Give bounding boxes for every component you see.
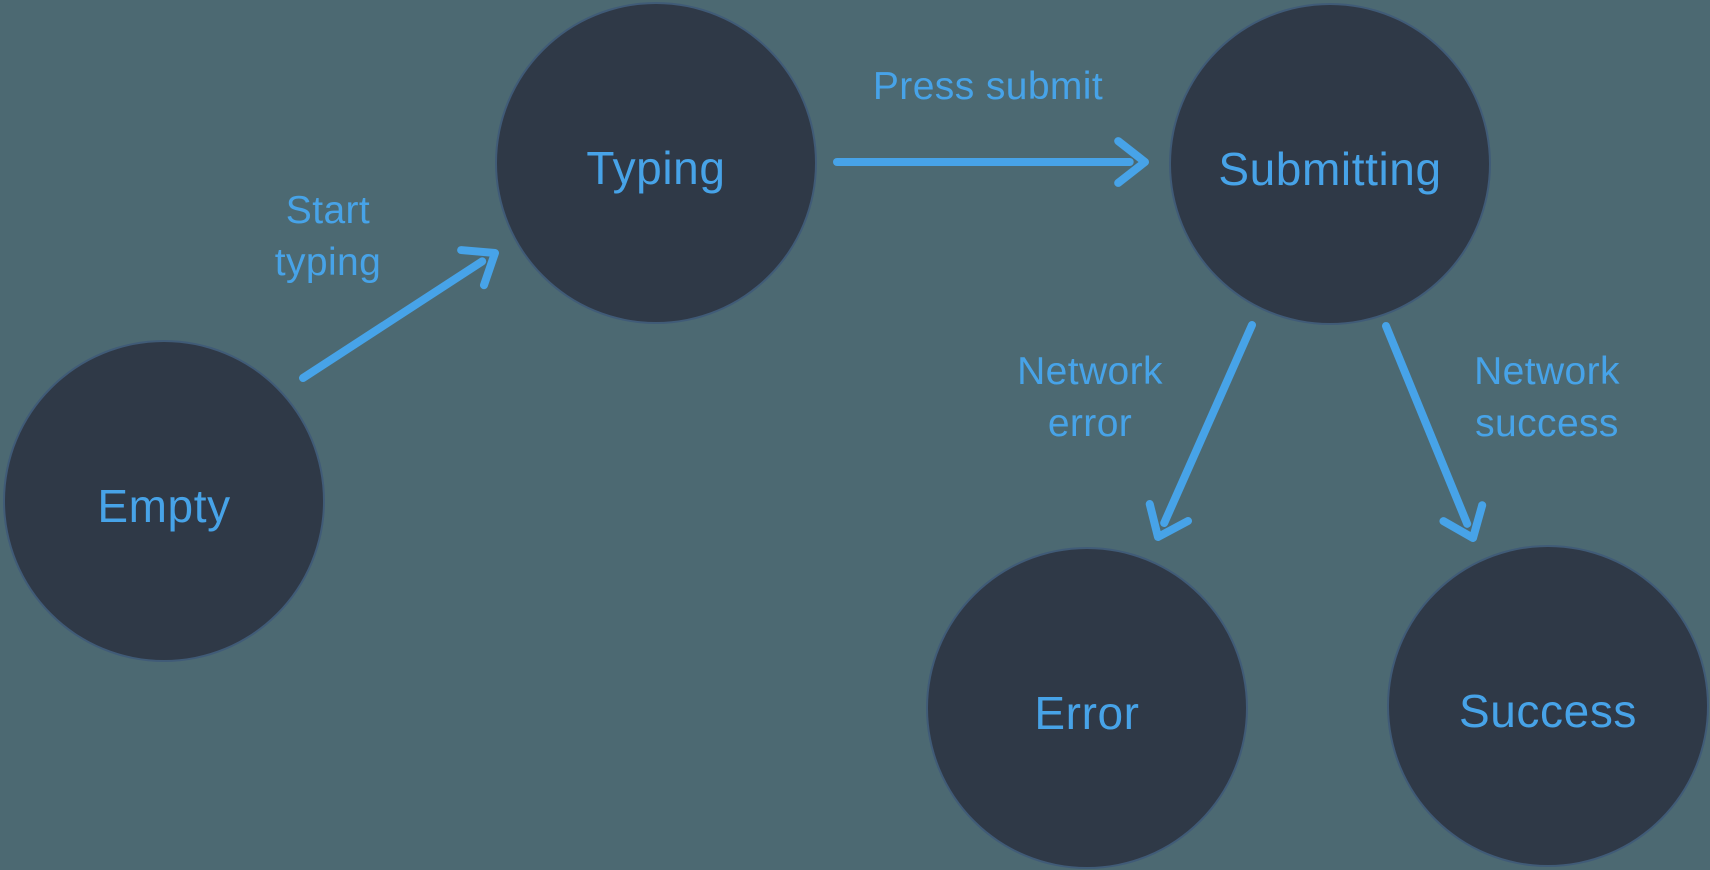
transition-arrow-press-submit [833, 137, 1149, 187]
arrowhead-icon [457, 246, 499, 290]
transition-label-line: error [1047, 402, 1133, 445]
state-node-typing: Typing [495, 2, 817, 324]
arrowhead-icon [1114, 137, 1149, 187]
transition-label-line: Network [1017, 350, 1163, 393]
transition-label-press-submit: Press submit [873, 61, 1103, 113]
transition-label-network-error: Network error [1017, 346, 1163, 450]
arrowhead-icon [1145, 500, 1192, 541]
state-node-label-success: Success [1458, 685, 1638, 737]
state-node-label-empty: Empty [97, 480, 231, 532]
transition-label-line: success [1475, 402, 1619, 445]
transition-label-start-typing: Start typing [275, 185, 381, 289]
transition-label-line: Network [1474, 350, 1620, 393]
arrowhead-icon [1439, 501, 1487, 542]
state-node-label-submitting: Submitting [1218, 143, 1442, 195]
transition-label-line: Press submit [872, 65, 1104, 108]
state-node-empty: Empty [3, 340, 325, 662]
transition-arrow-network-error [1145, 321, 1256, 541]
transition-label-network-success: Network success [1474, 346, 1620, 450]
transition-label-line: typing [274, 241, 382, 284]
state-node-label-error: Error [1034, 687, 1140, 739]
transition-arrow-start-typing [299, 246, 499, 382]
transition-label-line: Start [285, 189, 371, 232]
transition-arrow-network-success [1382, 322, 1487, 542]
state-node-success: Success [1387, 545, 1709, 867]
state-node-error: Error [926, 547, 1248, 869]
state-node-submitting: Submitting [1169, 3, 1491, 325]
state-node-label-typing: Typing [586, 142, 726, 194]
